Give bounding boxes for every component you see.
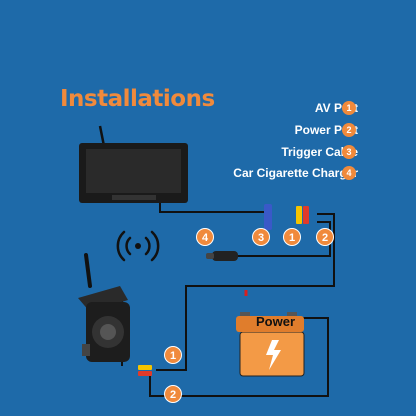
camera-connectors — [138, 365, 152, 376]
monitor-connectors — [264, 204, 309, 230]
page-title: Installations — [60, 86, 215, 112]
battery-terminal-negative — [287, 312, 297, 318]
battery-label: Power — [256, 314, 295, 329]
camera-power-connector — [138, 371, 152, 376]
legend-badge: 1 — [342, 101, 356, 115]
wireless-signal-icon — [116, 230, 160, 262]
legend-badge: 3 — [342, 145, 356, 159]
marker-charger: 4 — [196, 228, 214, 246]
marker-power-port: 2 — [316, 228, 334, 246]
battery-negative-lead — [149, 317, 329, 397]
monitor-buttons — [112, 195, 156, 200]
av-cable — [156, 213, 335, 371]
legend-badge: 4 — [342, 166, 356, 180]
marker-camera-power-port: 2 — [164, 385, 182, 403]
charger-tip — [206, 253, 214, 259]
legend-item-car-cigarette-charger: Car Cigarette Charger — [233, 166, 358, 180]
camera-av-connector — [138, 365, 152, 370]
legend-label: Trigger Cable — [281, 145, 358, 159]
legend-badge: 2 — [342, 123, 356, 137]
monitor — [79, 125, 188, 203]
charger-body — [212, 251, 238, 261]
marker-camera-av-port: 1 — [164, 346, 182, 364]
camera-lens — [100, 324, 116, 340]
legend-label: Car Cigarette Charger — [233, 166, 358, 180]
battery: Power — [236, 312, 305, 377]
camera-antenna — [84, 253, 92, 288]
marker-trigger-cable: 3 — [252, 228, 270, 246]
battery-terminal-positive — [240, 312, 250, 318]
battery-lid — [236, 316, 304, 332]
marker-av-port: 1 — [283, 228, 301, 246]
monitor-screen — [86, 149, 181, 193]
camera — [78, 253, 130, 362]
legend-item-trigger-cable: Trigger Cable — [281, 145, 358, 159]
lightning-icon — [266, 340, 281, 370]
camera-mount — [82, 344, 90, 356]
monitor-antenna — [98, 125, 106, 147]
trigger-connector — [264, 204, 272, 230]
av-connector — [296, 206, 302, 224]
power-connector — [303, 206, 309, 224]
cigarette-charger — [206, 251, 238, 261]
